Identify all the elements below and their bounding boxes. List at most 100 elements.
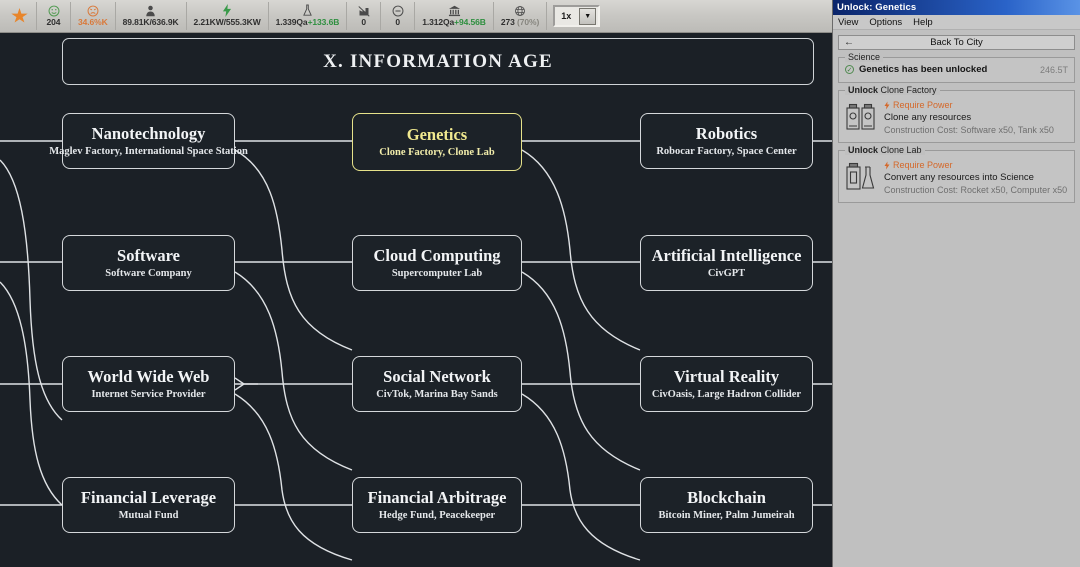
science-cost-value: 246.5T xyxy=(1039,64,1068,75)
tech-node-subtitle: Supercomputer Lab xyxy=(391,267,483,279)
era-title: X. INFORMATION AGE xyxy=(323,50,553,72)
tech-node-subtitle: Bitcoin Miner, Palm Jumeirah xyxy=(658,509,795,521)
toolbar-item-crime[interactable]: 0 xyxy=(381,2,416,30)
unlock-panel: Unlock: Genetics View Options Help ← Bac… xyxy=(832,0,1080,567)
unlock-description: Clone any resources xyxy=(884,112,972,123)
tech-node-subtitle: Clone Factory, Clone Lab xyxy=(379,146,495,158)
tech-node-title: Cloud Computing xyxy=(373,245,501,265)
check-circle-icon: ✓ xyxy=(845,65,854,74)
bolt-icon xyxy=(884,161,890,169)
arrow-left-icon: ← xyxy=(844,36,854,48)
minus-circle-icon xyxy=(392,5,404,17)
tech-node-nanotechnology[interactable]: Nanotechnology Maglev Factory, Internati… xyxy=(49,113,248,169)
tourism-value: 273 (70%) xyxy=(500,16,540,27)
tech-node-title: Nanotechnology xyxy=(91,123,206,143)
unlock-legend-rest: Clone Factory xyxy=(878,85,937,95)
angry-icon xyxy=(87,5,99,17)
tech-node-title: Genetics xyxy=(406,124,468,144)
toolbar-item-population[interactable]: 89.81K/636.9K xyxy=(116,2,187,30)
unlock-cost: Construction Cost: Software x50, Tank x5… xyxy=(884,125,1054,135)
tech-node-subtitle: CivGPT xyxy=(707,267,746,279)
chevron-down-icon[interactable]: ▼ xyxy=(579,7,597,25)
tech-node-subtitle: Internet Service Provider xyxy=(91,388,206,400)
crime-value: 0 xyxy=(395,16,401,27)
tech-node-title: Blockchain xyxy=(687,487,766,507)
tech-node-world-wide-web[interactable]: World Wide Web Internet Service Provider xyxy=(62,356,235,412)
toolbar-item-power[interactable]: 2.21KW/555.3KW xyxy=(187,2,269,30)
tech-tree-view: 204 34.6%K 89.81K/636.9K xyxy=(0,0,832,561)
tech-node-financial-arbitrage[interactable]: Financial Arbitrage Hedge Fund, Peacekee… xyxy=(352,477,522,533)
toolbar-item-star-indicator[interactable] xyxy=(3,2,37,30)
back-to-city-button[interactable]: ← Back To City xyxy=(838,35,1075,50)
tech-node-artificial-intelligence[interactable]: Artificial Intelligence CivGPT xyxy=(640,235,813,291)
power-value: 2.21KW/555.3KW xyxy=(193,16,261,27)
unlock-row: Require Power Clone any resources Constr… xyxy=(845,99,1068,135)
requirement-row: Require Power xyxy=(884,100,1054,110)
tech-node-virtual-reality[interactable]: Virtual Reality CivOasis, Large Hadron C… xyxy=(640,356,813,412)
unlock-description: Convert any resources into Science xyxy=(884,172,1034,183)
star-icon xyxy=(11,8,28,23)
population-icon xyxy=(145,5,156,17)
tech-node-subtitle: Mutual Fund xyxy=(118,509,179,521)
menu-item-options[interactable]: Options xyxy=(869,16,903,28)
unlock-group-legend: Unlock Clone Lab xyxy=(845,145,925,155)
tech-node-title: Artificial Intelligence xyxy=(651,245,802,265)
unlock-legend-rest: Clone Lab xyxy=(878,145,922,155)
tech-node-cloud-computing[interactable]: Cloud Computing Supercomputer Lab xyxy=(352,235,522,291)
tech-node-social-network[interactable]: Social Network CivTok, Marina Bay Sands xyxy=(352,356,522,412)
requirement-text: Require Power xyxy=(893,160,953,170)
toolbar-item-pollution[interactable]: 0 xyxy=(347,2,382,30)
tech-node-robotics[interactable]: Robotics Robocar Factory, Space Center xyxy=(640,113,813,169)
tech-node-subtitle: Software Company xyxy=(105,267,192,279)
tech-node-title: Software xyxy=(117,245,180,265)
unlock-legend-bold: Unlock xyxy=(848,145,879,155)
tech-node-subtitle: Hedge Fund, Peacekeeper xyxy=(378,509,496,521)
tech-node-subtitle: CivOasis, Large Hadron Collider xyxy=(651,388,802,400)
flask-icon xyxy=(302,4,313,17)
tech-node-subtitle: Maglev Factory, International Space Stat… xyxy=(49,145,248,157)
panel-menu-bar[interactable]: View Options Help xyxy=(833,15,1080,30)
science-value: 1.339Qa+133.6B xyxy=(275,16,340,27)
game-speed-select[interactable]: 1x ▼ xyxy=(553,5,601,27)
tech-node-title: World Wide Web xyxy=(87,366,210,386)
unlock-group-clone-lab: Unlock Clone Lab Require Power Convert a… xyxy=(838,145,1075,203)
tech-node-subtitle: CivTok, Marina Bay Sands xyxy=(376,388,498,400)
toolbar-item-science[interactable]: 1.339Qa+133.6B xyxy=(269,2,348,30)
bank-icon xyxy=(448,5,461,17)
toolbar-item-tourism[interactable]: 273 (70%) xyxy=(494,2,548,30)
tech-node-title: Social Network xyxy=(383,366,491,386)
tech-node-financial-leverage[interactable]: Financial Leverage Mutual Fund xyxy=(62,477,235,533)
game-speed-value: 1x xyxy=(561,11,572,21)
bolt-icon xyxy=(222,4,232,17)
smiley-icon xyxy=(48,5,60,17)
tech-node-genetics[interactable]: Genetics Clone Factory, Clone Lab xyxy=(352,113,522,171)
tech-node-title: Robotics xyxy=(695,123,758,143)
panel-window-title: Unlock: Genetics xyxy=(837,2,917,13)
unhappiness-value: 34.6%K xyxy=(78,16,108,27)
toolbar-item-happiness[interactable]: 204 xyxy=(37,2,71,30)
tech-node-software[interactable]: Software Software Company xyxy=(62,235,235,291)
era-banner: X. INFORMATION AGE xyxy=(62,38,814,85)
toolbar-item-money[interactable]: 1.312Qa+94.56B xyxy=(415,2,494,30)
population-value: 89.81K/636.9K xyxy=(122,16,179,27)
tech-node-blockchain[interactable]: Blockchain Bitcoin Miner, Palm Jumeirah xyxy=(640,477,813,533)
bolt-icon xyxy=(884,101,890,109)
resource-toolbar[interactable]: 204 34.6%K 89.81K/636.9K xyxy=(0,0,832,33)
menu-item-help[interactable]: Help xyxy=(913,16,933,28)
unlock-info: Require Power Convert any resources into… xyxy=(884,159,1067,195)
unlock-group-legend: Unlock Clone Factory xyxy=(845,85,940,95)
money-value: 1.312Qa+94.56B xyxy=(422,16,486,27)
happiness-value: 204 xyxy=(46,16,61,27)
unlock-cost: Construction Cost: Rocket x50, Computer … xyxy=(884,185,1068,195)
requirement-text: Require Power xyxy=(893,100,953,110)
tech-node-title: Financial Leverage xyxy=(80,487,217,507)
science-group-legend: Science xyxy=(845,52,884,62)
clone-factory-icon xyxy=(845,101,877,133)
tech-node-subtitle: Robocar Factory, Space Center xyxy=(656,145,797,157)
globe-icon xyxy=(514,5,526,17)
science-group: Science ✓ Genetics has been unlocked 246… xyxy=(838,52,1075,83)
toolbar-item-unhappiness[interactable]: 34.6%K xyxy=(71,2,116,30)
menu-item-view[interactable]: View xyxy=(838,16,859,28)
clone-lab-icon xyxy=(845,161,877,193)
science-status-row: ✓ Genetics has been unlocked 246.5T xyxy=(845,64,1068,75)
